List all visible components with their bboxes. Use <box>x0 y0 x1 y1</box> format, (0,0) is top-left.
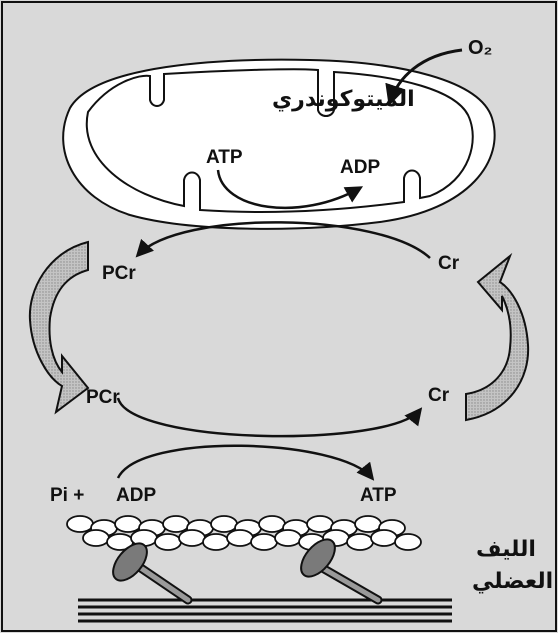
atp-top-label: ATP <box>206 148 243 167</box>
actin-bead <box>251 534 277 550</box>
actin-bead <box>275 530 301 546</box>
thick-filament <box>78 600 452 621</box>
actin-bead <box>371 530 397 546</box>
actin-bead <box>83 530 109 546</box>
adp-bottom-label: ADP <box>116 486 156 505</box>
actin-bead <box>163 516 189 532</box>
atp-bottom-label: ATP <box>360 486 397 505</box>
pcr-shuttle-arrow-left <box>30 242 88 412</box>
actin-bead <box>211 516 237 532</box>
actin-bead <box>179 530 205 546</box>
actin-bead <box>355 516 381 532</box>
actin-bead <box>155 534 181 550</box>
adp-top-label: ADP <box>340 158 380 177</box>
mitochondria-label: الميتوكوندري <box>272 88 415 110</box>
pcr-lower-label: PCr <box>86 388 120 407</box>
actin-thin-filament <box>67 516 421 550</box>
muscle-fiber-label-line2: العضلي <box>472 570 553 592</box>
actin-bead <box>395 534 421 550</box>
adp-to-atp-bottom-arrow <box>118 446 372 478</box>
cr-upper-label: Cr <box>438 254 459 273</box>
cr-lower-label: Cr <box>428 386 449 405</box>
myosin-cross-bridges <box>132 562 378 600</box>
actin-bead <box>347 534 373 550</box>
oxygen-label: O₂ <box>468 38 492 58</box>
pcr-to-cr-lower-arrow <box>118 398 420 436</box>
actin-bead <box>307 516 333 532</box>
actin-bead <box>67 516 93 532</box>
actin-bead <box>227 530 253 546</box>
actin-bead <box>203 534 229 550</box>
muscle-fiber-label-line1: الليف <box>476 538 536 560</box>
pcr-upper-label: PCr <box>102 264 136 283</box>
cr-shuttle-arrow-right <box>466 256 528 420</box>
actin-bead <box>259 516 285 532</box>
pi-plus-label: Pi + <box>50 486 84 505</box>
actin-bead <box>115 516 141 532</box>
